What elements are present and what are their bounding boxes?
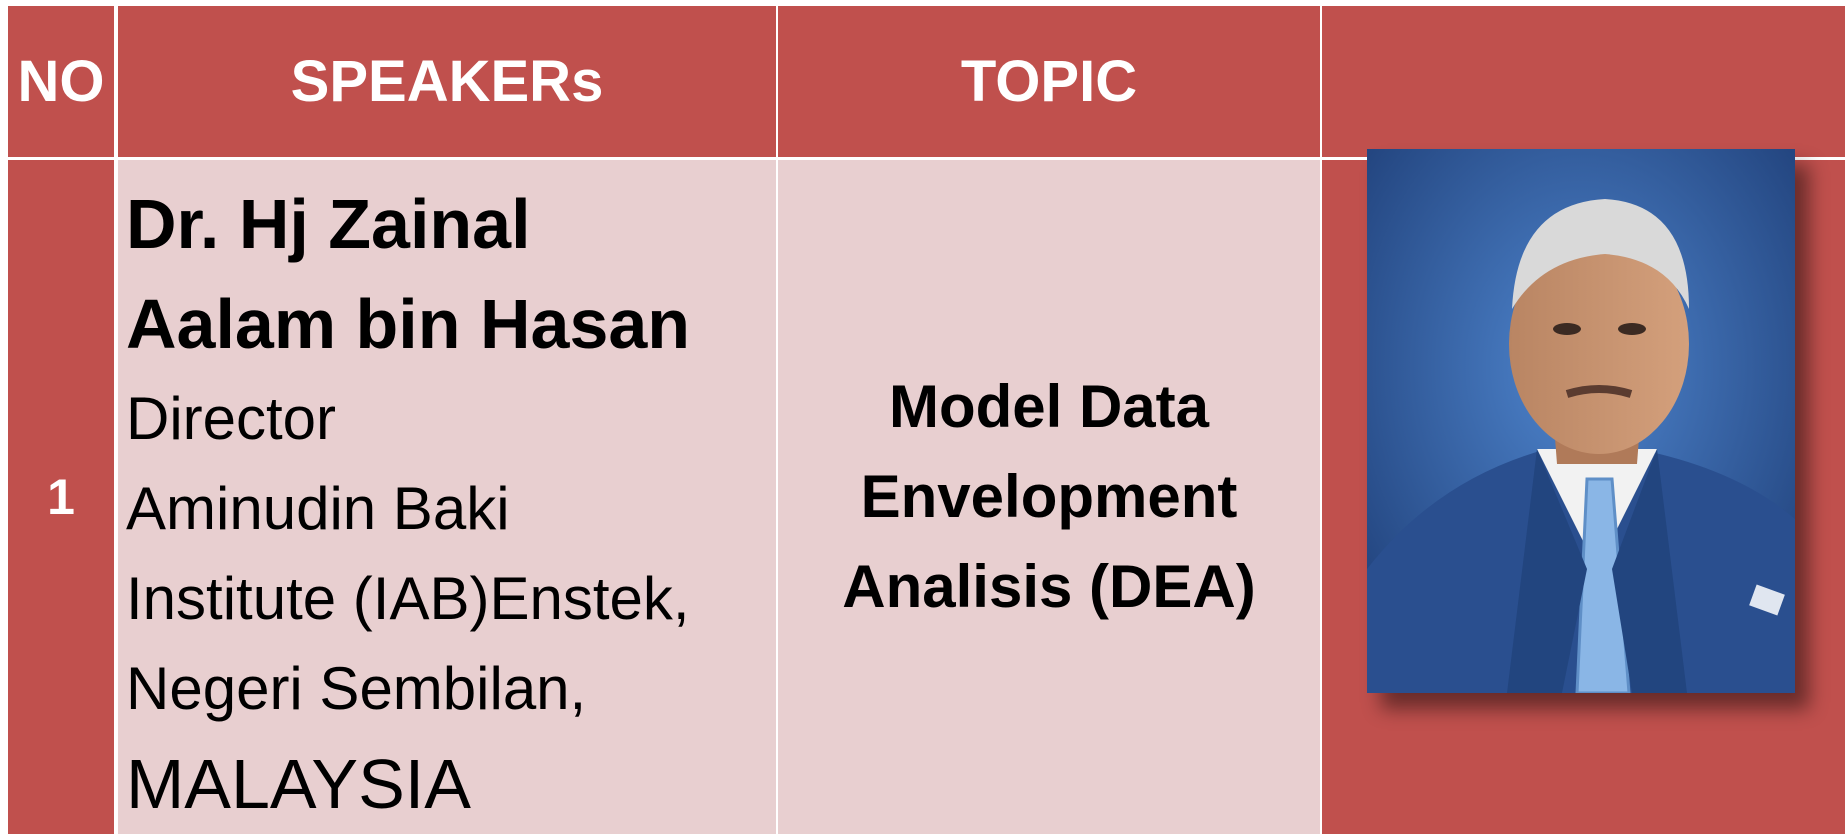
header-no: NO xyxy=(8,6,114,157)
speaker-name-line2: Aalam bin Hasan xyxy=(126,285,691,363)
topic-cell: Model Data Envelopment Analisis (DEA) xyxy=(778,160,1320,834)
speaker-org-line3: Negeri Sembilan, xyxy=(126,655,587,722)
topic-line3: Analisis (DEA) xyxy=(842,553,1256,620)
topic-line2: Envelopment xyxy=(860,463,1238,530)
speaker-role: Director xyxy=(126,385,337,452)
header-topic: TOPIC xyxy=(778,6,1320,157)
topic-line1: Model Data xyxy=(888,373,1210,440)
speaker-country: MALAYSIA xyxy=(126,745,471,823)
row-number: 1 xyxy=(8,160,114,834)
speaker-photo xyxy=(1367,149,1795,693)
speaker-name-line1: Dr. Hj Zainal xyxy=(126,185,531,263)
header-speakers: SPEAKERs xyxy=(118,6,776,157)
speaker-org-line2: Institute (IAB)Enstek, xyxy=(126,565,690,632)
header-photo-cell xyxy=(1322,6,1845,157)
speaker-cell: Dr. Hj Zainal Aalam bin Hasan Director A… xyxy=(118,160,776,834)
speaker-org-line1: Aminudin Baki xyxy=(126,475,510,542)
